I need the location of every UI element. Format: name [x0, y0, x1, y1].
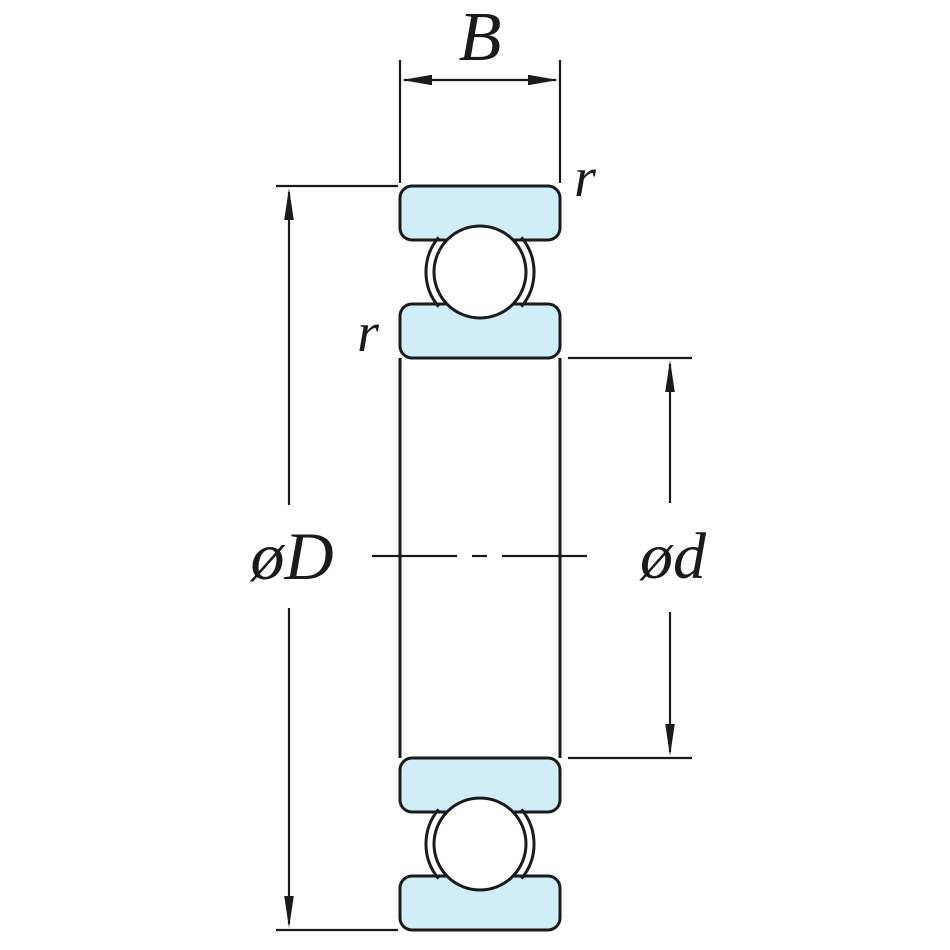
label-width-b: B	[459, 0, 502, 76]
arrowhead-d-top	[665, 360, 675, 392]
raceway-arc-bottom-left	[424, 808, 440, 880]
label-chamfer-radius-left: r	[357, 302, 379, 364]
label-chamfer-radius-top: r	[574, 147, 596, 209]
bearing-section	[398, 184, 562, 932]
dimension-annotations	[276, 60, 692, 932]
ball-bottom	[432, 796, 528, 892]
label-bore-diameter: ød	[639, 520, 707, 593]
arrowhead-b-right	[528, 74, 558, 86]
arrowhead-od-top	[284, 188, 294, 220]
arrowhead-b-left	[402, 74, 432, 86]
arrowhead-od-bottom	[284, 896, 294, 928]
label-outer-diameter: øD	[249, 518, 333, 594]
arrowhead-d-bottom	[665, 724, 675, 756]
ball-top	[432, 224, 528, 320]
raceway-arc-bottom-right	[520, 808, 536, 880]
raceway-arc-top-right	[520, 236, 536, 308]
raceway-arc-top-left	[424, 236, 440, 308]
